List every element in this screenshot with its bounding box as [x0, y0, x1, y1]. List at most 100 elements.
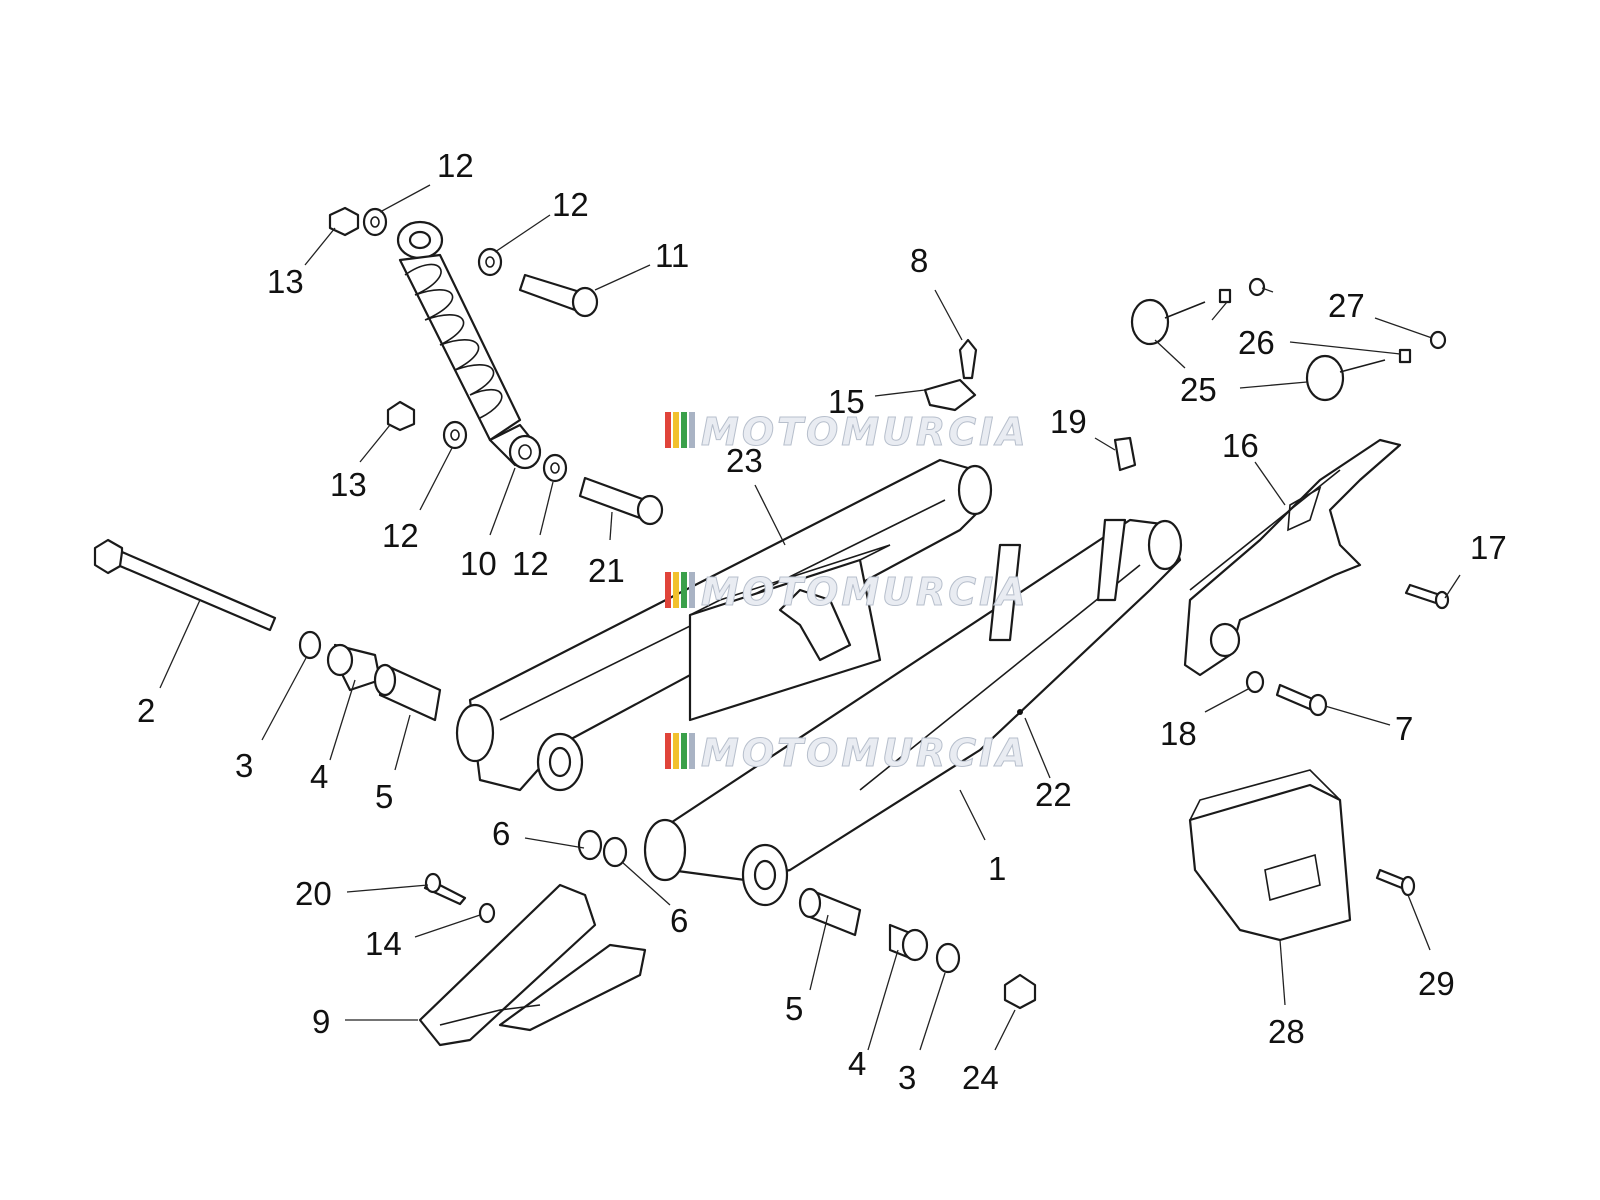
leader-line — [1324, 705, 1391, 726]
callout-number: 2 — [137, 692, 155, 729]
leader-line — [609, 511, 613, 541]
callout-number: 12 — [512, 545, 549, 582]
leader-line — [261, 657, 307, 741]
leader-line — [919, 972, 946, 1051]
callout-15: 12 — [512, 481, 554, 582]
callout-number: 26 — [1238, 324, 1275, 361]
callout-30: 9 — [312, 1003, 418, 1040]
leader-line — [809, 914, 829, 991]
callout-25: 1 — [959, 789, 1006, 887]
leader-line — [1254, 461, 1286, 506]
callout-10: 16 — [1222, 427, 1286, 506]
callout-8: 15 — [828, 383, 926, 420]
callout-number: 3 — [235, 747, 253, 784]
svg-text:MOTOMURCIA: MOTOMURCIA — [701, 731, 1029, 775]
callout-number: 25 — [1180, 371, 1217, 408]
leader-line — [594, 264, 651, 291]
svg-text:MOTOMURCIA: MOTOMURCIA — [701, 410, 1029, 454]
callout-32: 4 — [848, 949, 899, 1082]
leader-line — [159, 599, 201, 689]
leader-line — [959, 789, 986, 841]
callout-number: 4 — [310, 758, 328, 795]
callout-12: 13 — [330, 424, 391, 503]
leader-line — [1407, 894, 1431, 951]
leader-line — [994, 1009, 1016, 1051]
callout-4: 8 — [910, 242, 963, 341]
leader-line — [867, 949, 899, 1051]
callout-20: 4 — [310, 679, 356, 795]
callout-24: 22 — [1024, 717, 1072, 813]
callout-number: 11 — [655, 237, 689, 274]
callout-number: 20 — [295, 875, 332, 912]
leader-line — [489, 467, 516, 536]
watermark-bottom: MOTOMURCIA — [665, 731, 1029, 776]
callout-number: 15 — [828, 383, 865, 420]
leader-line — [419, 447, 453, 511]
callout-23: 7 — [1324, 705, 1413, 747]
callout-number: 24 — [962, 1059, 999, 1096]
leader-line — [1154, 339, 1186, 369]
callout-21: 5 — [375, 714, 411, 815]
callout-35: 28 — [1268, 939, 1305, 1050]
callout-29: 14 — [365, 914, 481, 962]
leader-line — [329, 679, 356, 761]
callout-number: 27 — [1328, 287, 1365, 324]
chain-slider — [418, 883, 647, 1047]
callout-3: 11 — [594, 237, 689, 291]
callout-number: 4 — [848, 1045, 866, 1082]
callout-26: 6 — [492, 815, 585, 852]
callout-5: 27 — [1261, 287, 1433, 339]
callout-28: 20 — [295, 875, 429, 912]
callout-17: 17 — [1444, 529, 1507, 599]
callout-number: 12 — [437, 147, 474, 184]
callout-27: 6 — [621, 861, 688, 939]
callout-number: 18 — [1160, 715, 1197, 752]
callout-6: 26 — [1211, 301, 1401, 361]
leader-line — [934, 289, 963, 341]
leader-line — [524, 837, 585, 849]
callout-number: 17 — [1470, 529, 1507, 566]
leader-line — [621, 861, 671, 906]
leader-line — [394, 714, 411, 771]
watermark-top: MOTOMURCIA — [665, 410, 1029, 455]
watermark-middle: MOTOMURCIA — [665, 570, 1026, 615]
cover-plate — [1188, 769, 1352, 942]
callout-number: 19 — [1050, 403, 1087, 440]
leader-line — [1279, 939, 1286, 1006]
hardware — [93, 206, 1450, 1010]
callout-16: 21 — [588, 511, 625, 589]
callout-number: 5 — [375, 778, 393, 815]
callout-number: 14 — [365, 925, 402, 962]
callout-9: 19 — [1050, 403, 1116, 451]
leader-line — [414, 914, 481, 938]
callout-22: 18 — [1160, 687, 1251, 752]
callout-31: 5 — [785, 914, 829, 1027]
callout-number: 28 — [1268, 1013, 1305, 1050]
callout-33: 3 — [898, 972, 946, 1096]
leader-line — [754, 484, 786, 546]
leader-line — [379, 184, 431, 213]
leader-line — [346, 884, 429, 893]
callout-number: 10 — [460, 545, 497, 582]
callout-number: 21 — [588, 552, 625, 589]
callout-number: 13 — [267, 263, 304, 300]
callout-number: 7 — [1395, 710, 1413, 747]
callout-number: 1 — [988, 850, 1006, 887]
callout-number: 23 — [726, 442, 763, 479]
leader-line — [874, 389, 926, 397]
swingarm — [455, 458, 1183, 907]
leader-line — [304, 227, 336, 266]
callout-number: 8 — [910, 242, 928, 279]
leader-line — [1204, 687, 1251, 713]
callout-34: 24 — [962, 1009, 1016, 1096]
callout-number: 16 — [1222, 427, 1259, 464]
callout-number: 12 — [552, 186, 589, 223]
shock-absorber — [396, 220, 542, 470]
chain-guard — [1183, 438, 1402, 677]
callout-36: 29 — [1407, 894, 1455, 1002]
callout-number: 9 — [312, 1003, 330, 1040]
callout-number: 6 — [492, 815, 510, 852]
callout-18: 2 — [137, 599, 201, 729]
callout-0: 12 — [379, 147, 474, 213]
leader-line — [1444, 574, 1461, 599]
